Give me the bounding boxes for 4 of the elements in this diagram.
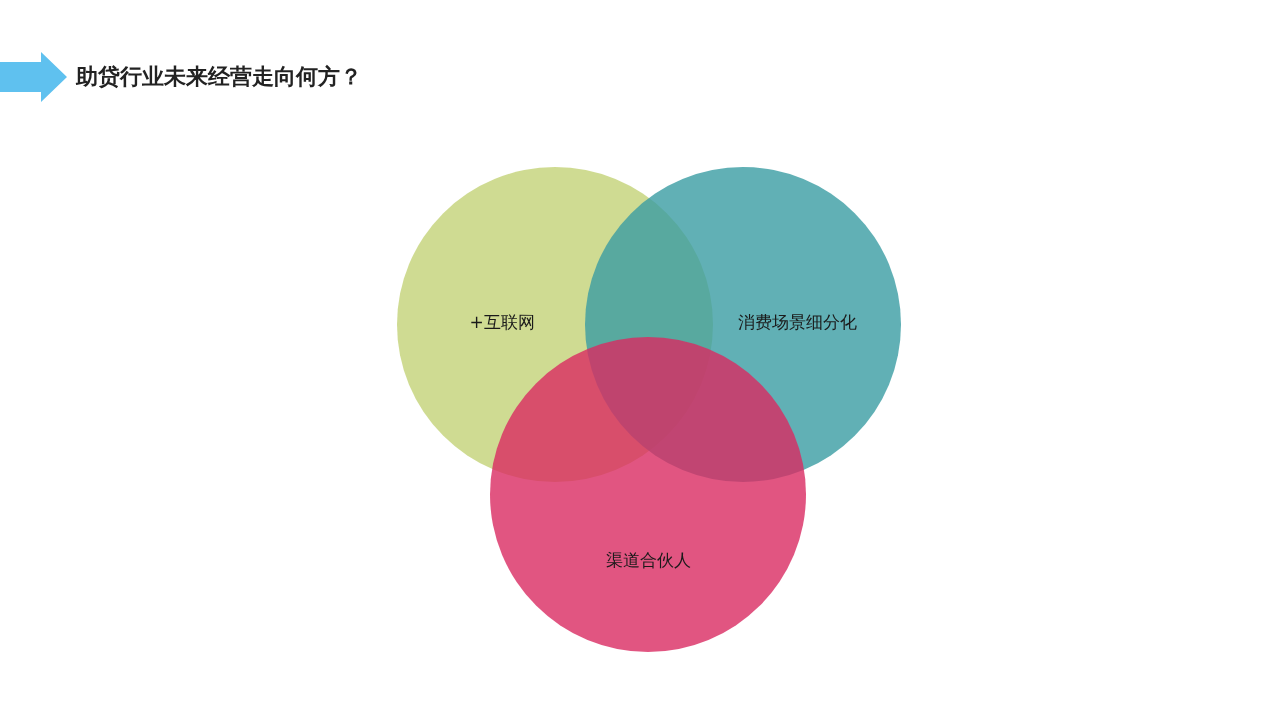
circle-label: +互联网: [469, 310, 535, 334]
circle-label: 渠道合伙人: [605, 548, 691, 572]
title: 助贷行业未来经营走向何方？: [76, 63, 362, 91]
circle-label: 消费场景细分化: [737, 310, 857, 334]
